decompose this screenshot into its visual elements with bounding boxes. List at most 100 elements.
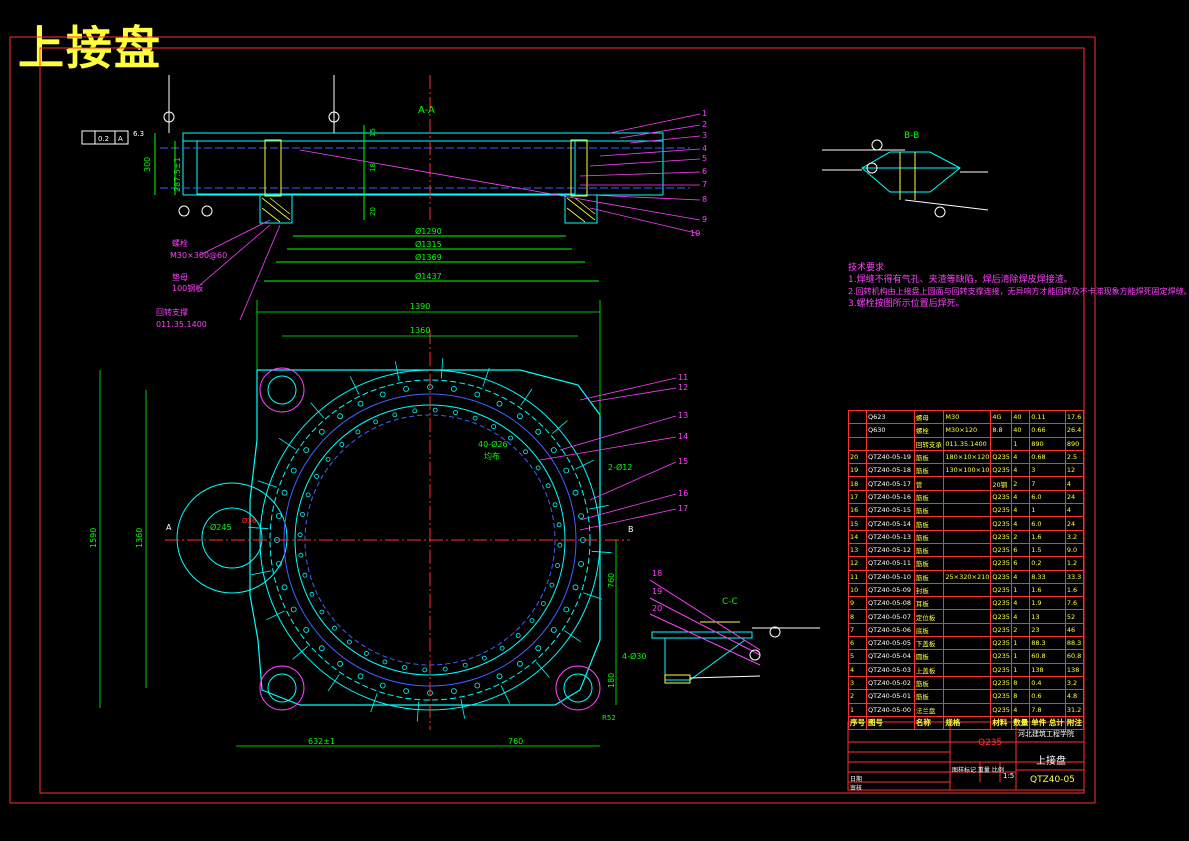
bom-cell-code: QTZ40-05-14: [866, 516, 915, 531]
dim-d1290: Ø1290: [415, 226, 442, 236]
bom-cell-no: 5: [848, 649, 867, 664]
flatness-value: 0.2: [98, 135, 109, 143]
bom-cell-no: 2: [848, 689, 867, 704]
bom-header-name: 名称: [913, 715, 945, 731]
bom-cell-code: QTZ40-05-12: [866, 542, 915, 558]
inner-bolt-hole: [462, 662, 468, 668]
title-block-review: 审核: [850, 785, 863, 792]
callout-6: 6: [702, 167, 707, 176]
bom-cell-spec: [943, 596, 992, 611]
bom-cell-name: 筋板: [913, 449, 945, 465]
bom-cell-spec: [943, 662, 992, 677]
bolt-hole: [379, 682, 386, 689]
section-marker-b: B: [628, 525, 634, 534]
bom-cell-material: 4G: [990, 409, 1013, 425]
bom-header-weight: 单件 总计: [1029, 715, 1066, 731]
bom-cell-name: 下盖板: [913, 636, 945, 651]
bolt-hole: [535, 645, 542, 652]
bolt-hole: [337, 660, 344, 667]
inner-bolt-hole: [508, 435, 514, 441]
bom-cell-qty: 40: [1011, 423, 1031, 438]
bom-cell-material: 20钢: [990, 476, 1013, 491]
bolt-hole: [563, 467, 570, 474]
bom-cell-qty: 4: [1011, 516, 1031, 531]
bom-cell-spec: [943, 636, 992, 651]
washer-label: 垫母: [172, 272, 188, 282]
bom-cell-material: Q235: [990, 503, 1013, 518]
bom-cell-no: 4: [848, 662, 867, 677]
bom-cell-name: 筋板: [913, 542, 945, 558]
rib-tick: [248, 526, 269, 530]
inner-bolt-hole: [325, 456, 331, 462]
flatness-datum: A: [118, 135, 123, 143]
inner-bolt-hole: [346, 639, 352, 645]
callout-17: 17: [678, 504, 688, 513]
bom-cell-spec: [943, 609, 992, 624]
bom-cell-w2: 24: [1064, 489, 1085, 505]
bom-cell-spec: [943, 702, 992, 717]
section-cc-label: C-C: [722, 597, 738, 607]
holes-spec: 40-Ø26: [478, 439, 508, 449]
bom-cell-name: 筋板: [913, 529, 945, 544]
bolt-spec: M30×300@60: [170, 251, 227, 260]
rib-tick: [370, 693, 378, 713]
bom-cell-w1: 6.0: [1029, 489, 1066, 505]
dim-d245: Ø245: [210, 522, 232, 532]
callout-3: 3: [702, 131, 707, 140]
callout-2: 2: [702, 120, 707, 129]
bolt-hole: [281, 584, 288, 591]
bom-cell-name: 回转支承: [913, 436, 945, 451]
weld-marker-bottom-left: [178, 205, 190, 217]
bom-cell-spec: [943, 503, 992, 518]
inner-bolt-hole: [305, 492, 311, 498]
bom-cell-spec: 011.35.1400: [943, 436, 992, 451]
bom-cell-material: Q235: [990, 622, 1013, 638]
bom-cell-name: 筋板: [913, 503, 945, 518]
bolt-hole: [318, 645, 325, 652]
bom-header-code: 图号: [866, 715, 915, 731]
bom-cell-code: QTZ40-05-02: [866, 675, 915, 691]
bom-cell-no: 3: [848, 675, 867, 691]
dim-h1590: 1590: [89, 528, 98, 548]
tech-note-1: 1.焊缝不得有气孔、夹渣等缺陷，焊后清除焊皮焊接渣。: [848, 275, 1073, 285]
bolt-hole: [357, 400, 364, 407]
bom-cell-w1: 138: [1029, 662, 1066, 677]
bom-header-remark: 附注: [1064, 715, 1085, 731]
rib-tick: [591, 550, 612, 554]
bom-cell-qty: 6: [1011, 542, 1031, 558]
bolt-hole: [496, 673, 503, 680]
dim-w1360: 1360: [410, 326, 430, 335]
rib-tick: [327, 674, 340, 692]
section-bb-label: B-B: [904, 131, 919, 141]
bom-cell-qty: 4: [1011, 463, 1031, 478]
callout-7: 7: [702, 180, 707, 189]
inner-bolt-hole: [472, 415, 478, 421]
dim-d1437: Ø1437: [415, 271, 442, 281]
bolt-hole: [578, 561, 584, 567]
bom-cell-w1: 3: [1029, 463, 1066, 478]
bom-cell-material: Q235: [990, 489, 1013, 505]
bom-cell-qty: 1: [1011, 662, 1031, 677]
bom-cell-material: Q235: [990, 582, 1013, 598]
bom-cell-code: QTZ40-05-15: [866, 503, 915, 518]
inner-bolt-hole: [549, 582, 555, 588]
dim-h1360: 1360: [135, 528, 144, 548]
bom-cell-material: Q235: [990, 702, 1013, 717]
inner-bolt-hole: [302, 572, 308, 578]
bom-cell-name: 上盖板: [913, 662, 945, 677]
bom-cell-no: 19: [848, 463, 867, 478]
bom-cell-name: 定位板: [913, 609, 945, 624]
bom-cell-qty: 6: [1011, 556, 1031, 571]
title-block-part-name: 上接盘: [1036, 756, 1066, 767]
rib-tick: [500, 685, 511, 704]
bom-cell-w1: 60.8: [1029, 649, 1066, 664]
dim-d36: Ø36: [242, 517, 257, 525]
